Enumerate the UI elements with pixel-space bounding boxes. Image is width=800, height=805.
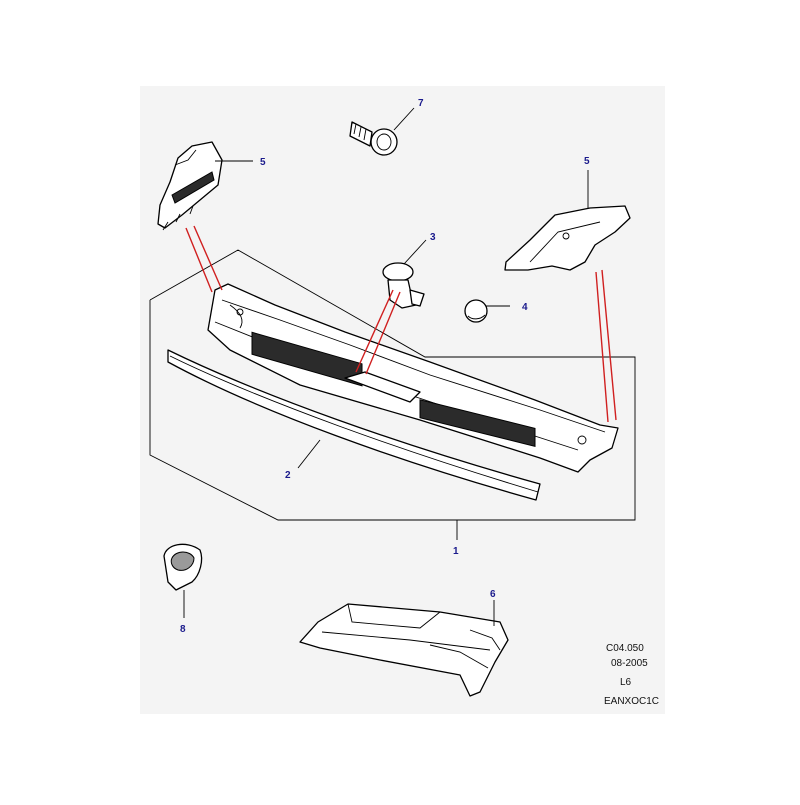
part-7-screw bbox=[349, 121, 398, 156]
leader-3 bbox=[403, 239, 427, 265]
leader-2 bbox=[297, 439, 321, 469]
assembly-group-outline bbox=[149, 249, 636, 521]
part-4-cap bbox=[464, 299, 488, 323]
part-1-cowl-panel bbox=[207, 283, 619, 473]
part-8-grommet bbox=[163, 543, 203, 591]
info-model: L6 bbox=[620, 677, 632, 688]
part-3-clip bbox=[382, 262, 425, 309]
callout-5-right: 5 bbox=[584, 156, 590, 167]
info-date: 08-2005 bbox=[611, 658, 648, 669]
red-link-left-cap bbox=[185, 225, 223, 293]
red-link-clip bbox=[355, 289, 401, 375]
callout-1: 1 bbox=[453, 546, 459, 557]
callout-3: 3 bbox=[430, 232, 436, 243]
part-2-seal-strip bbox=[167, 349, 541, 501]
callout-5-left: 5 bbox=[260, 157, 266, 168]
callout-4: 4 bbox=[522, 302, 528, 313]
info-code: C04.050 bbox=[606, 643, 644, 654]
callout-2: 2 bbox=[285, 470, 291, 481]
callout-6: 6 bbox=[490, 589, 496, 600]
part-6-lower-panel bbox=[299, 603, 509, 697]
info-ref: EANXOC1C bbox=[604, 696, 659, 707]
red-link-right-cap bbox=[595, 269, 617, 423]
callout-8: 8 bbox=[180, 624, 186, 635]
callout-7: 7 bbox=[418, 98, 424, 109]
part-5-left-end-cap bbox=[157, 141, 223, 231]
leader-7 bbox=[393, 107, 415, 131]
part-5-right-end-cap bbox=[504, 205, 631, 271]
